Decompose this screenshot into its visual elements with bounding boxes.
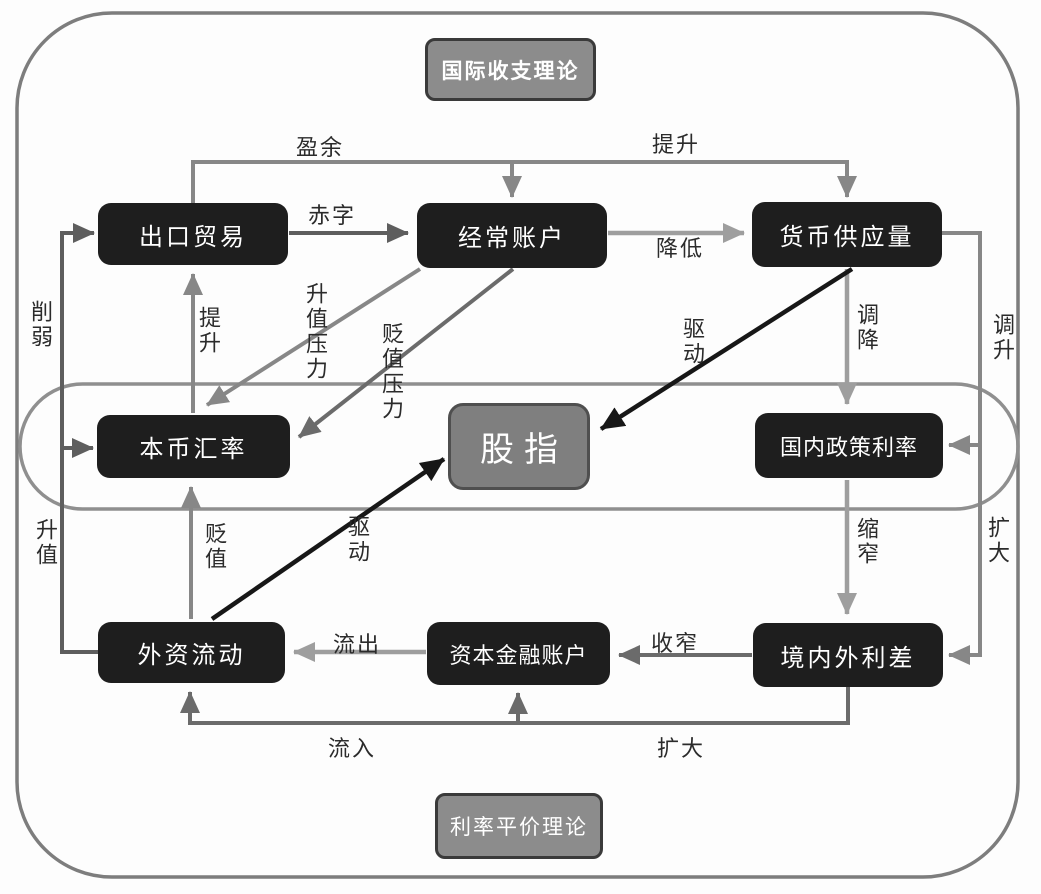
node-stock-index: 股指: [448, 403, 590, 490]
label-deficit: 赤字: [307, 203, 357, 228]
edge-appreciation-pressure: [205, 267, 422, 407]
label-narrow-left: 收窄: [650, 631, 700, 656]
middle-band: [18, 382, 1020, 511]
node-money-supply-label: 货币供应量: [779, 225, 915, 251]
node-capital-account-label: 资本金融账户: [449, 642, 588, 668]
node-rate-spread: 境内外利差: [753, 623, 943, 687]
label-drive-upper: 驱动: [680, 317, 705, 367]
edge-drive-from-capital-flow: [210, 457, 446, 621]
node-current-account-label: 经常账户: [458, 226, 566, 252]
theory-box-top: 国际收支理论: [425, 38, 596, 101]
node-capital-flow: 外资流动: [98, 622, 285, 683]
node-currency-rate-label: 本币汇率: [139, 437, 248, 463]
label-widen-bottom: 扩大: [656, 736, 706, 761]
label-depreciate: 贬值: [202, 522, 227, 572]
label-surplus: 盈余: [295, 135, 345, 160]
node-currency-rate: 本币汇率: [97, 415, 290, 478]
edge-left-trunk-to-export-trade: [60, 223, 98, 654]
node-money-supply: 货币供应量: [752, 202, 942, 267]
label-drive-lower: 驱动: [345, 515, 370, 565]
label-boost-top: 提升: [651, 132, 701, 157]
label-outflow: 流出: [332, 632, 382, 657]
node-policy-rate: 国内政策利率: [755, 413, 943, 478]
label-depreciation-pressure: 贬值压力: [379, 322, 404, 422]
node-export-trade: 出口贸易: [98, 203, 288, 265]
label-narrow-down: 缩窄: [854, 517, 879, 567]
node-export-trade-label: 出口贸易: [139, 224, 247, 251]
label-rate-hike: 调升: [990, 313, 1015, 363]
label-boost-exports: 提升: [196, 306, 221, 356]
label-inflow: 流入: [327, 736, 377, 761]
theory-top-label: 国际收支理论: [441, 58, 580, 83]
label-appreciation-pressure: 升值压力: [303, 282, 328, 382]
node-rate-spread-label: 境内外利差: [780, 645, 916, 672]
node-capital-flow-label: 外资流动: [137, 643, 246, 669]
theory-bottom-label: 利率平价理论: [450, 815, 588, 839]
edge-surplus-boost-top-route: [191, 160, 857, 203]
node-stock-index-label: 股指: [480, 432, 568, 469]
label-weaken: 削弱: [28, 300, 53, 350]
label-reduce: 降低: [655, 236, 705, 261]
edge-depreciation-pressure: [297, 267, 515, 439]
node-policy-rate-label: 国内政策利率: [779, 434, 918, 460]
label-rate-cut: 调降: [854, 303, 879, 353]
theory-box-bottom: 利率平价理论: [435, 793, 603, 859]
label-widen-right: 扩大: [985, 516, 1010, 566]
node-capital-account: 资本金融账户: [427, 622, 610, 685]
node-current-account: 经常账户: [417, 203, 607, 268]
label-appreciate: 升值: [33, 518, 58, 568]
edge-drive-from-money-supply: [599, 267, 854, 431]
